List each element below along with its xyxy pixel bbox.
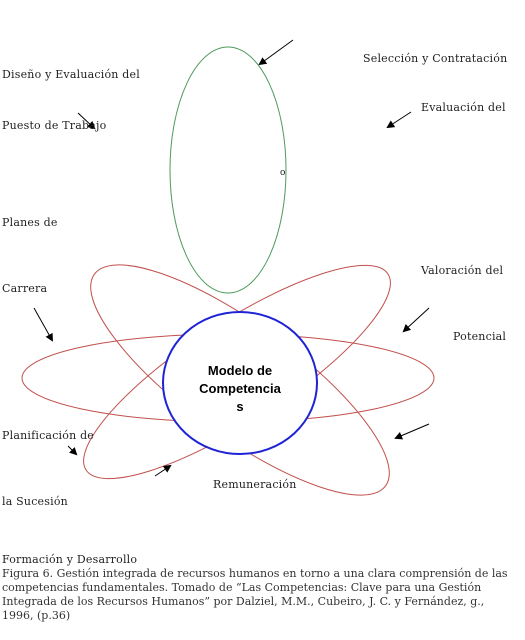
caption-line-2: competencias fundamentales. Tomado de “L… xyxy=(2,581,482,594)
center-line-1: Modelo de xyxy=(207,363,273,378)
label-planificacion: Planificación de xyxy=(2,429,95,442)
center-line-3: s xyxy=(236,399,244,414)
caption-line-4: 1996, (p.36) xyxy=(2,609,71,622)
label-seleccion: Selección y Contratación xyxy=(363,52,508,65)
label-potencial: Potencial xyxy=(453,330,507,343)
center-circle xyxy=(162,311,318,455)
label-diseno-1: Diseño y Evaluación del xyxy=(2,68,140,81)
petal-vertical xyxy=(169,46,287,294)
label-valoracion: Valoración del xyxy=(421,264,504,277)
caption-line-1: Figura 6. Gestión integrada de recursos … xyxy=(2,567,508,580)
arrow-evaluacion xyxy=(386,111,412,129)
arrow-remuneracion xyxy=(394,423,430,440)
competency-diagram xyxy=(21,39,435,496)
label-evaluacion: Evaluación del xyxy=(421,101,506,114)
label-small-o: o xyxy=(280,168,286,178)
label-formacion: Formación y Desarrollo xyxy=(2,553,138,566)
arrow-formacion xyxy=(154,464,172,477)
arrow-diseno xyxy=(77,112,96,130)
label-remuneracion: Remuneración xyxy=(213,478,297,491)
center-line-2: Competencia xyxy=(199,381,281,396)
arrow-valoracion xyxy=(402,307,430,333)
figure-caption: Figura 6. Gestión integrada de recursos … xyxy=(2,567,522,623)
label-sucesion: la Sucesión xyxy=(2,495,68,508)
caption-line-3: Integrada de los Recursos Humanos” por D… xyxy=(2,595,485,608)
arrow-seleccion xyxy=(258,39,294,66)
label-planes: Planes de xyxy=(2,216,58,229)
label-carrera: Carrera xyxy=(2,282,48,295)
label-diseno-2: Puesto de Trabajo xyxy=(2,119,107,132)
arrow-carrera xyxy=(33,307,53,342)
center-label: Modelo de Competencia s xyxy=(175,362,305,416)
arrow-planificacion xyxy=(67,445,78,456)
